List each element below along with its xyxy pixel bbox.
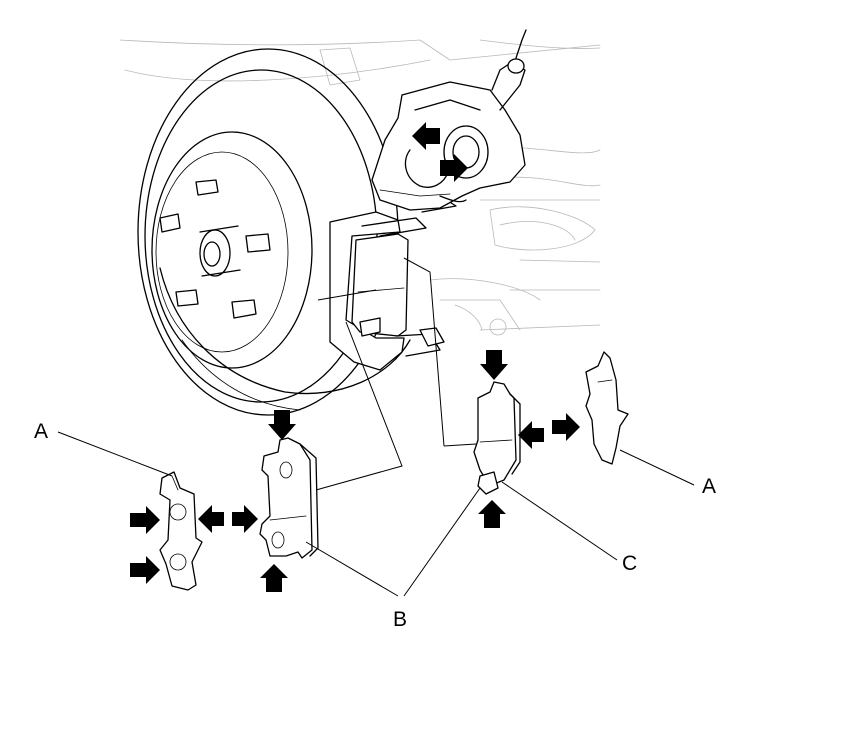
pad-shim-left <box>159 471 203 591</box>
push-arrow-icon <box>478 500 506 528</box>
left-pad-arrows <box>260 410 296 592</box>
callout-b: B <box>393 608 407 631</box>
brake-pad-left <box>259 437 319 559</box>
push-arrow-icon <box>480 350 508 380</box>
push-arrow-icon <box>130 506 160 534</box>
push-arrow-icon <box>198 505 224 533</box>
push-arrow-icon <box>552 413 580 441</box>
left-shim-arrows <box>130 505 258 584</box>
caliper-push-arrows <box>412 122 468 182</box>
push-arrow-icon <box>232 505 258 533</box>
brake-pad-right <box>473 381 521 495</box>
push-arrow-icon <box>268 410 296 440</box>
push-arrow-icon <box>412 122 440 150</box>
push-arrow-icon <box>518 421 544 449</box>
push-arrow-icon <box>260 564 288 592</box>
callout-c: C <box>622 552 637 575</box>
wheel-hub-icon <box>151 131 313 369</box>
callout-a-left: A <box>34 420 48 443</box>
right-pad-arrows <box>478 350 580 528</box>
callout-a-right: A <box>702 475 716 498</box>
push-arrow-icon <box>440 154 468 182</box>
caliper-bracket-icon <box>329 195 457 371</box>
pad-shim-right <box>585 351 629 465</box>
leader-lines <box>57 257 695 597</box>
push-arrow-icon <box>130 556 160 584</box>
caliper-icon <box>371 29 527 211</box>
